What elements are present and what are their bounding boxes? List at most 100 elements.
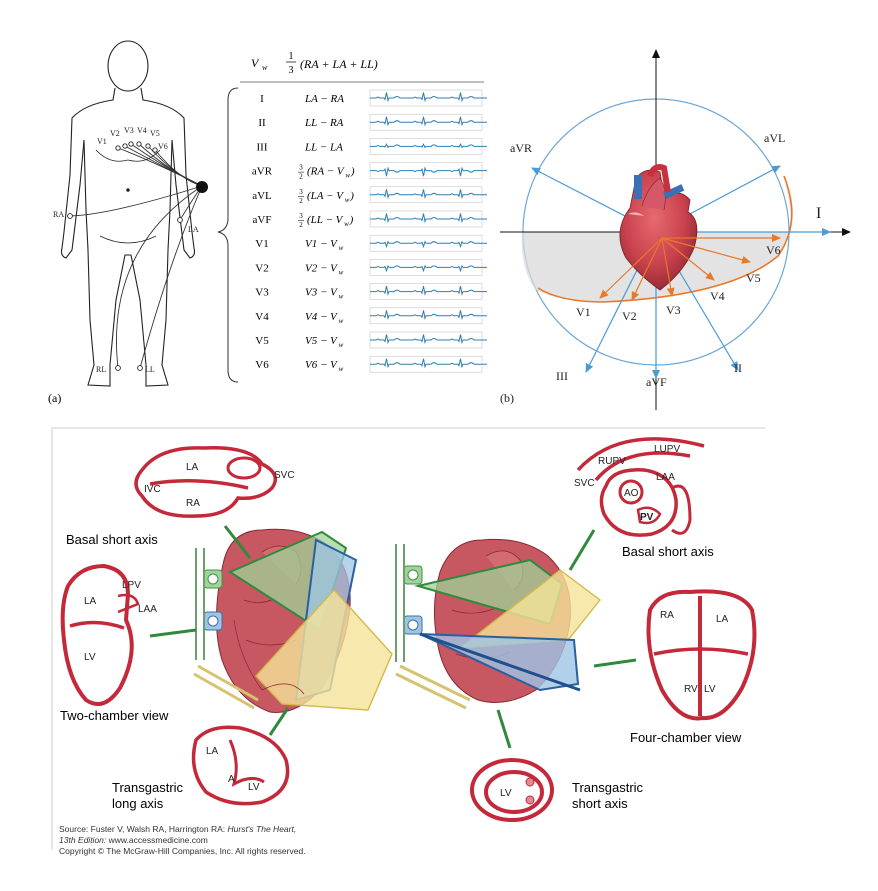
lead-coef-den: 2 bbox=[299, 221, 303, 229]
two-chamber-la: LA bbox=[84, 596, 97, 607]
label-lead-ii: II bbox=[734, 361, 742, 375]
lead-name: aVL bbox=[252, 190, 272, 202]
body-label-v5: V5 bbox=[150, 129, 160, 138]
lead-row: II LL − RA bbox=[258, 113, 487, 131]
left-pointers bbox=[149, 525, 290, 736]
v4-vector bbox=[661, 237, 715, 281]
left-basal-ra: RA bbox=[186, 498, 200, 509]
lead-formula: LA − RA bbox=[304, 93, 344, 105]
body-label-la: LA bbox=[188, 225, 199, 234]
ecg-trace bbox=[370, 92, 487, 103]
four-chamber-ra: RA bbox=[660, 610, 674, 621]
four-chamber-lv: LV bbox=[704, 684, 716, 695]
right-basal-ao: AO bbox=[624, 488, 639, 499]
copyright: Copyright © The McGraw-Hill Companies, I… bbox=[59, 846, 306, 856]
ecg-trace bbox=[370, 166, 487, 177]
v3-vector bbox=[661, 237, 675, 297]
right-basal-lupv: LUPV bbox=[654, 444, 680, 455]
lead-formula: LL − LA bbox=[304, 141, 343, 153]
ecg-trace bbox=[370, 264, 487, 273]
lead-formula-sub: w bbox=[345, 172, 350, 180]
four-chamber-la: LA bbox=[716, 614, 729, 625]
right-basal-laa: LAA bbox=[656, 472, 675, 483]
right-basal-svc: SVC bbox=[574, 478, 595, 489]
label-v6: V6 bbox=[766, 243, 781, 257]
v1-vector bbox=[599, 237, 663, 299]
label-v3: V3 bbox=[666, 303, 681, 317]
body-label-ll: LL bbox=[145, 365, 155, 374]
left-basal-la: LA bbox=[186, 462, 199, 473]
label-v1: V1 bbox=[576, 305, 591, 319]
body-label-v3: V3 bbox=[124, 126, 134, 135]
lead-name: III bbox=[257, 141, 268, 153]
lead-formula: (LA − V bbox=[307, 190, 344, 202]
lead-name: V5 bbox=[255, 335, 269, 347]
right-basal-rupv: RUPV bbox=[598, 456, 626, 467]
v5-vector bbox=[661, 237, 751, 264]
transgastric-long-axis: LA LV A Transgastric long axis bbox=[112, 725, 290, 811]
ecg-trace bbox=[370, 116, 487, 127]
lead-formula-sub: w bbox=[339, 244, 344, 252]
lead-formula: V2 − V bbox=[305, 262, 338, 274]
ecg-trace bbox=[370, 213, 487, 224]
lead-row: III LL − LA bbox=[257, 138, 487, 155]
lead-formula-close: ) bbox=[350, 166, 355, 178]
tg-short-lv: LV bbox=[500, 788, 512, 799]
tg-long-la: LA bbox=[206, 746, 219, 757]
label-avf: aVF bbox=[646, 375, 667, 389]
source-url: www.accessmedicine.com bbox=[106, 835, 208, 845]
vw-frac-den: 3 bbox=[289, 65, 294, 76]
body-label-v4: V4 bbox=[137, 126, 147, 135]
lead-formula-sub: w bbox=[339, 293, 344, 301]
lead-name: V1 bbox=[255, 238, 268, 250]
lead-formula-sub: w bbox=[339, 317, 344, 325]
two-chamber-lpv: LPV bbox=[122, 580, 141, 591]
lead-name: aVF bbox=[253, 214, 272, 226]
lead-name: I bbox=[260, 93, 264, 105]
two-chamber-laa: LAA bbox=[138, 604, 157, 615]
electrode-wires bbox=[69, 143, 203, 369]
ecg-trace bbox=[370, 310, 487, 321]
label-v2: V2 bbox=[622, 309, 637, 323]
tg-short-caption-1: Transgastric bbox=[572, 780, 644, 795]
label-lead-iii: III bbox=[556, 369, 568, 383]
lead-formula: V5 − V bbox=[305, 335, 338, 347]
left-basal-caption: Basal short axis bbox=[66, 532, 158, 547]
label-avl: aVL bbox=[764, 131, 785, 145]
label-v4: V4 bbox=[710, 289, 725, 303]
body-label-ra: RA bbox=[53, 210, 64, 219]
vw-frac-num: 1 bbox=[289, 51, 294, 62]
precordial-arc bbox=[537, 175, 793, 303]
lead-name: V6 bbox=[255, 359, 269, 371]
lead-formula: V4 − V bbox=[305, 311, 338, 323]
lead-formula: V6 − V bbox=[305, 359, 338, 371]
panel-a-label: (a) bbox=[48, 391, 61, 405]
lead-name: V3 bbox=[255, 287, 269, 299]
lead-formula-sub: w bbox=[339, 341, 344, 349]
ecg-trace bbox=[370, 334, 487, 345]
label-v5: V5 bbox=[746, 271, 761, 285]
lead-formula-sub: w bbox=[339, 365, 344, 373]
ecg-trace bbox=[370, 143, 487, 149]
vw-expression: (RA + LA + LL) bbox=[300, 57, 378, 71]
tg-long-caption-1: Transgastric bbox=[112, 780, 184, 795]
lead-coef-num: 3 bbox=[299, 164, 303, 172]
lead-formula-close: ) bbox=[349, 214, 354, 226]
left-basal-svc: SVC bbox=[274, 470, 295, 481]
lead-formula: (LL − V bbox=[307, 214, 344, 226]
electrode-dots bbox=[67, 141, 183, 371]
left-heart-model bbox=[193, 528, 393, 713]
lead-name: V4 bbox=[255, 311, 269, 323]
lead-formula: LL − RA bbox=[304, 117, 344, 129]
body-label-v2: V2 bbox=[110, 129, 120, 138]
lead-name: II bbox=[258, 117, 266, 129]
